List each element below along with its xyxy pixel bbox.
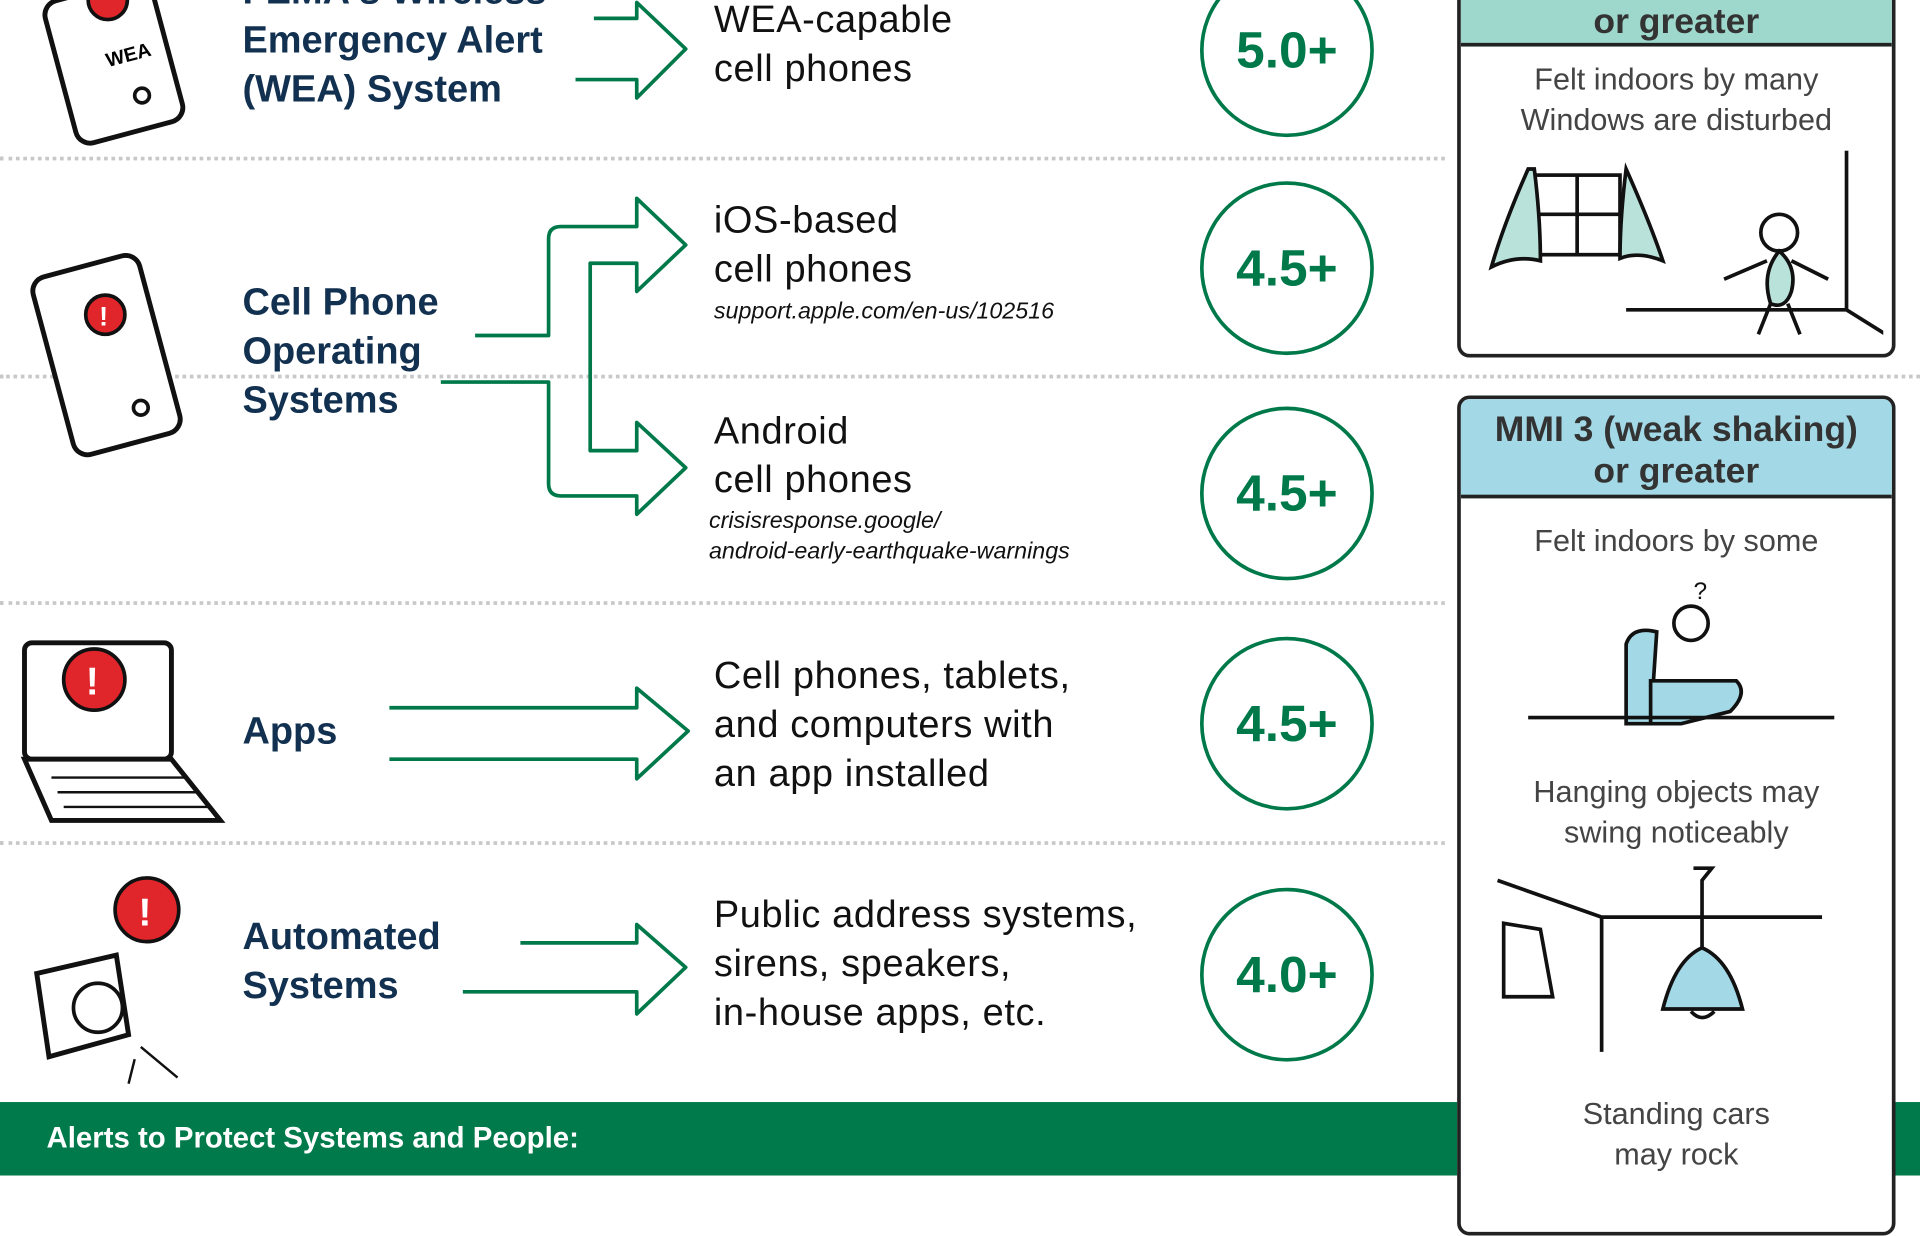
hanging-lamp-illustration [1496, 866, 1823, 1052]
magnitude-badge: 4.5+ [1200, 181, 1374, 356]
arrow-automated [462, 922, 688, 1016]
magnitude-badge: 5.0+ [1200, 0, 1374, 138]
row-divider [0, 374, 1920, 379]
desc-line: Standing cars [1582, 1097, 1770, 1132]
magnitude-badge: 4.0+ [1200, 887, 1374, 1062]
svg-text:!: ! [99, 302, 108, 332]
header-line: or greater [1593, 451, 1760, 492]
desc-line: Felt indoors by some [1534, 524, 1819, 559]
url-line[interactable]: android-early-earthquake-warnings [708, 538, 1070, 565]
label-line: Operating [242, 329, 422, 373]
cell-phone-alert-icon: ! [30, 252, 183, 458]
row-divider [0, 156, 1445, 161]
speaker-alert-icon: ! [33, 876, 181, 1084]
laptop-alert-icon: ! [20, 640, 226, 823]
arrow-ios-outer [440, 196, 688, 517]
magnitude-value: 5.0+ [1236, 20, 1338, 79]
arrow-apps [389, 686, 691, 781]
mmi4-description: Felt indoors by many Windows are disturb… [1461, 60, 1892, 141]
label-line: Cell Phone [242, 280, 439, 324]
desc-line: Cell phones, tablets, [713, 653, 1071, 697]
magnitude-badge: 4.5+ [1200, 636, 1374, 811]
desc-line: sirens, speakers, [713, 941, 1012, 985]
footer-banner: Alerts to Protect Systems and People: [0, 1102, 1458, 1176]
desc-line: swing noticeably [1564, 815, 1789, 850]
desc-line: cell phones [713, 457, 913, 501]
wea-description: WEA-capable cell phones [714, 0, 953, 93]
android-url[interactable]: crisisresponse.google/ android-early-ear… [709, 506, 1070, 567]
mmi4-header: or greater [1460, 0, 1892, 47]
desc-line: Felt indoors by many [1534, 62, 1819, 97]
svg-text:?: ? [1693, 578, 1707, 605]
magnitude-badge: 4.5+ [1200, 406, 1374, 581]
label-line: Apps [242, 708, 338, 752]
magnitude-value: 4.5+ [1236, 464, 1338, 522]
label-line: FEMA's Wireless [242, 0, 546, 16]
cell-os-label: Cell Phone Operating Systems [242, 278, 438, 425]
mmi3-felt-text: Felt indoors by some [1461, 522, 1892, 562]
mmi3-cars-text: Standing cars may rock [1461, 1095, 1892, 1176]
svg-text:!: ! [86, 660, 99, 703]
mmi3-card: MMI 3 (weak shaking) or greater Felt ind… [1457, 395, 1896, 1236]
mmi3-hanging-text: Hanging objects may swing noticeably [1461, 773, 1892, 854]
arrows [389, 0, 691, 1016]
header-line: MMI 3 (weak shaking) [1494, 410, 1858, 450]
magnitude-value: 4.5+ [1236, 694, 1338, 752]
label-line: Systems [242, 378, 399, 422]
row-divider [0, 841, 1445, 845]
mmi4-card: or greater Felt indoors by many Windows … [1457, 0, 1896, 358]
desc-line: an app installed [713, 751, 990, 795]
desc-line: cell phones [713, 247, 913, 291]
desc-line: Public address systems, [713, 892, 1138, 936]
url-line[interactable]: crisisresponse.google/ [708, 508, 941, 534]
wea-phone-icon: WEA [42, 0, 186, 146]
magnitude-value: 4.0+ [1236, 945, 1338, 1003]
desc-line: cell phones [713, 46, 913, 90]
desc-line: may rock [1614, 1137, 1739, 1172]
label-line: Automated [242, 914, 441, 958]
label-line: (WEA) System [242, 67, 502, 111]
desc-line: iOS-based [713, 198, 899, 242]
url-line[interactable]: support.apple.com/en-us/102516 [713, 298, 1055, 325]
label-line: Emergency Alert [242, 18, 543, 62]
wea-system-label: FEMA's Wireless Emergency Alert (WEA) Sy… [242, 0, 546, 114]
apps-description: Cell phones, tablets, and computers with… [714, 651, 1071, 798]
svg-text:!: ! [138, 892, 151, 935]
automated-description: Public address systems, sirens, speakers… [714, 890, 1137, 1037]
label-line: Systems [242, 963, 399, 1007]
desc-line: Windows are disturbed [1520, 102, 1833, 138]
desc-line: Hanging objects may [1533, 775, 1820, 810]
ios-url[interactable]: support.apple.com/en-us/102516 [714, 296, 1054, 327]
android-description: Android cell phones [714, 407, 913, 505]
automated-systems-label: Automated Systems [242, 912, 440, 1010]
desc-line: and computers with [713, 702, 1055, 746]
apps-label: Apps [242, 707, 337, 756]
desc-line: in-house apps, etc. [713, 990, 1047, 1034]
mmi3-header: MMI 3 (weak shaking) or greater [1460, 399, 1892, 499]
window-person-illustration [1488, 150, 1884, 335]
person-in-chair-illustration: ? [1528, 578, 1835, 726]
desc-line: Android [713, 408, 850, 452]
footer-banner-edge [1891, 1102, 1920, 1176]
row-divider [0, 601, 1445, 605]
footer-title: Alerts to Protect Systems and People: [46, 1121, 579, 1155]
arrow-wea [575, 0, 688, 100]
desc-line: WEA-capable [713, 0, 953, 41]
magnitude-value: 4.5+ [1236, 238, 1338, 297]
ios-description: iOS-based cell phones [714, 196, 913, 294]
